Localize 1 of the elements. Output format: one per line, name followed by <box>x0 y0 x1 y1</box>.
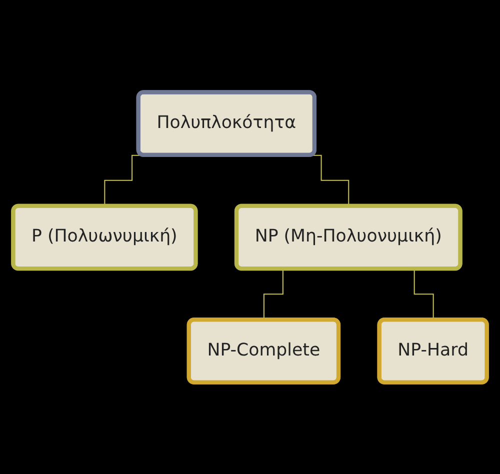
hierarchy-diagram: Πολυπλοκότητα P (Πολυωνυμική) NP (Μη-Πολυονυμική) NP-Complete NP-Hard <box>5 84 495 390</box>
